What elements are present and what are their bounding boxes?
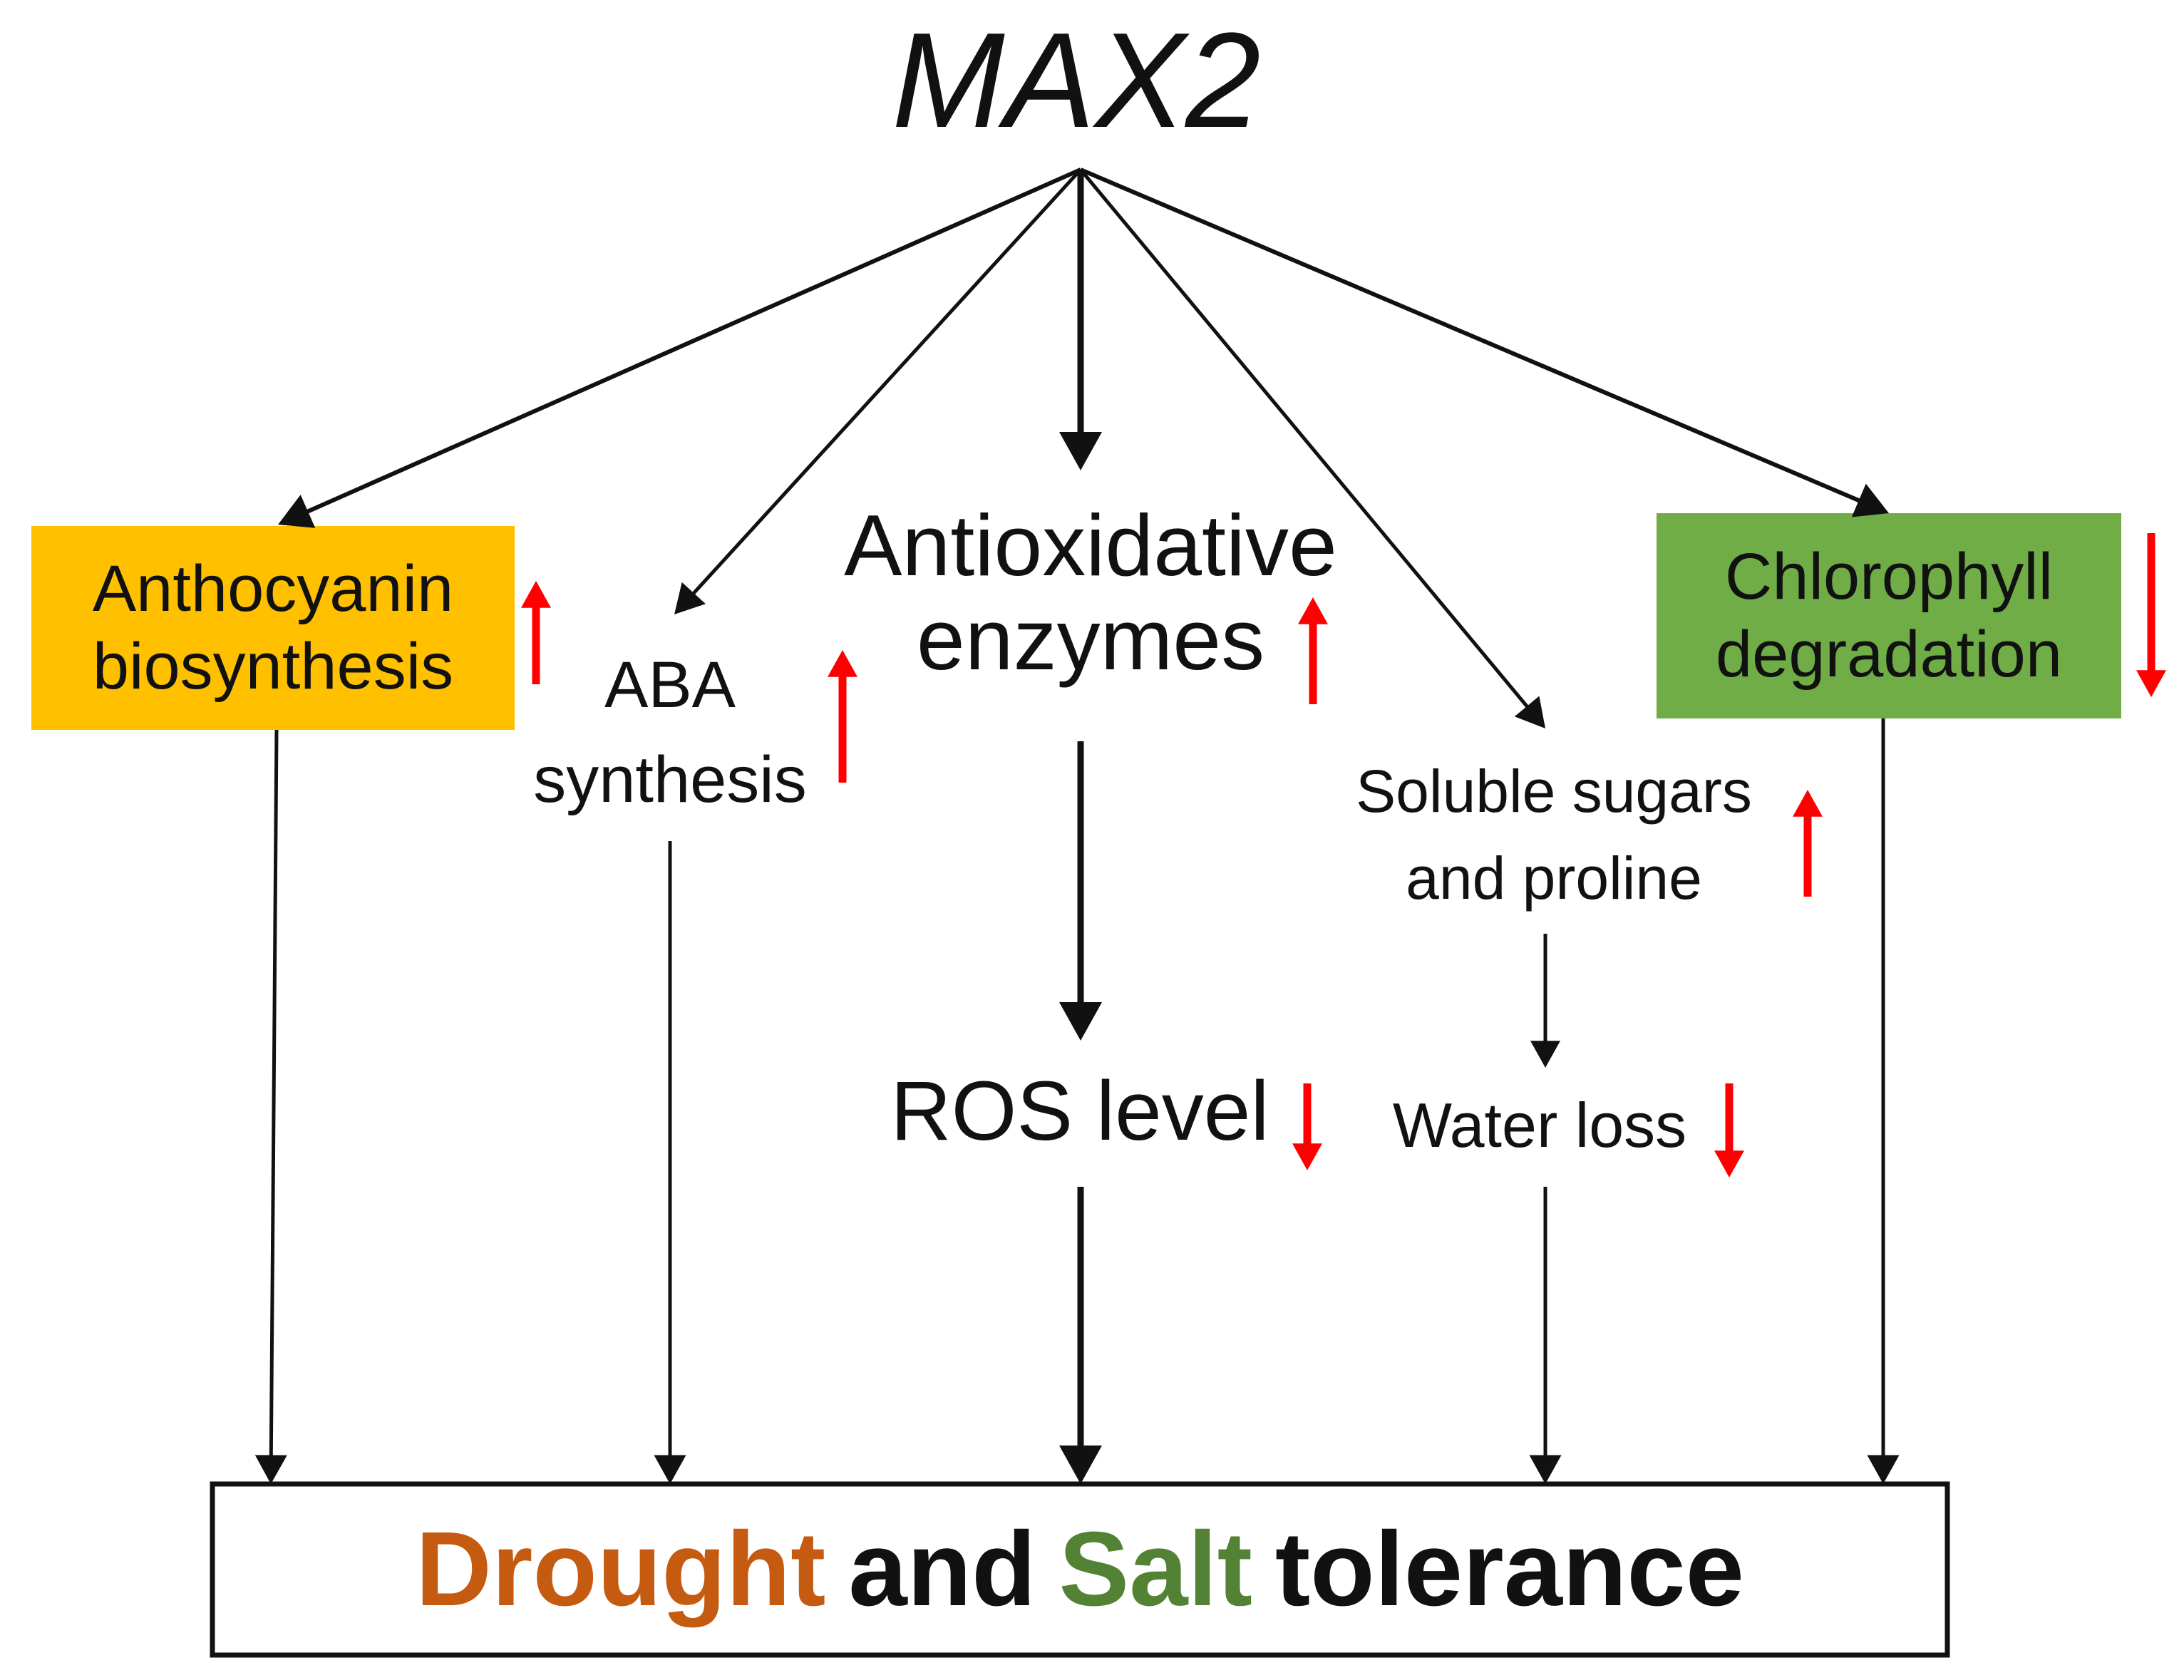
connector-max2-to-anthocyanin [278, 168, 1082, 528]
aba-line-1: ABA [604, 649, 736, 721]
trend-up-arrow-anthocyanin [521, 581, 551, 684]
connector-anthocyanin-to-tolerance [254, 729, 287, 1484]
aba-line-2: synthesis [533, 743, 807, 817]
soluble-sugars-proline-node: Soluble sugars and proline [1255, 748, 1853, 922]
chlorophyll-degradation-node: Chlorophyll degradation [1657, 513, 2121, 718]
ros-level-node: ROS level [852, 1069, 1308, 1153]
water-loss-text: Water loss [1392, 1090, 1687, 1160]
anthocyanin-line-1: Anthocyanin [92, 552, 454, 626]
connector-ros-to-tolerance [1059, 1187, 1102, 1484]
water-loss-node: Water loss [1340, 1094, 1739, 1157]
tolerance-box-border [210, 1481, 1950, 1658]
chlorophyll-box-fill [1657, 513, 2121, 718]
connector-aba-to-tolerance [654, 841, 686, 1484]
trend-down-arrow-water [1714, 1083, 1744, 1177]
trend-up-arrow-aba [828, 650, 857, 783]
connector-antioxidative-to-ros [1059, 741, 1102, 1041]
chlorophyll-line-2: degradation [1716, 618, 2062, 691]
trend-up-arrow-antioxidative [1298, 597, 1328, 704]
drought-salt-tolerance-box: Drought and Salt tolerance [212, 1484, 1947, 1655]
connector-max2-to-sugars [1079, 168, 1545, 728]
antioxidative-line-2: enzymes [916, 590, 1265, 688]
connector-max2-to-aba [674, 168, 1082, 614]
antioxidative-line-1: Antioxidative [844, 497, 1337, 594]
tolerance-word-tolerance: tolerance [1274, 1510, 1744, 1628]
connector-sugars-to-water [1530, 934, 1560, 1068]
connector-max2-to-chlorophyll [1079, 168, 1889, 517]
connector-water-to-tolerance [1529, 1187, 1562, 1484]
anthocyanin-box-fill [31, 526, 515, 730]
sugars-line-1: Soluble sugars [1356, 758, 1752, 825]
aba-synthesis-node: ABA synthesis [456, 638, 884, 828]
anthocyanin-line-2: biosynthesis [92, 630, 454, 703]
trend-up-arrow-sugars [1793, 790, 1823, 897]
antioxidative-enzymes-node: Antioxidative enzymes [756, 497, 1426, 688]
trend-down-arrow-chlorophyll [2136, 533, 2166, 697]
connector-max2-to-antioxidative [1059, 170, 1102, 470]
max2-title: MAX2 [827, 13, 1326, 148]
max2-title-text: MAX2 [892, 5, 1261, 156]
sugars-line-2: and proline [1406, 844, 1702, 912]
anthocyanin-biosynthesis-node: Anthocyanin biosynthesis [31, 526, 515, 730]
chlorophyll-line-1: Chlorophyll [1724, 540, 2054, 614]
ros-level-text: ROS level [890, 1064, 1269, 1158]
connector-chlorophyll-to-tolerance [1867, 718, 1900, 1484]
tolerance-word-salt: Salt [1058, 1510, 1252, 1628]
tolerance-word-and: and [848, 1510, 1036, 1628]
tolerance-word-drought: Drought [415, 1510, 826, 1628]
trend-down-arrow-ros [1292, 1083, 1322, 1170]
